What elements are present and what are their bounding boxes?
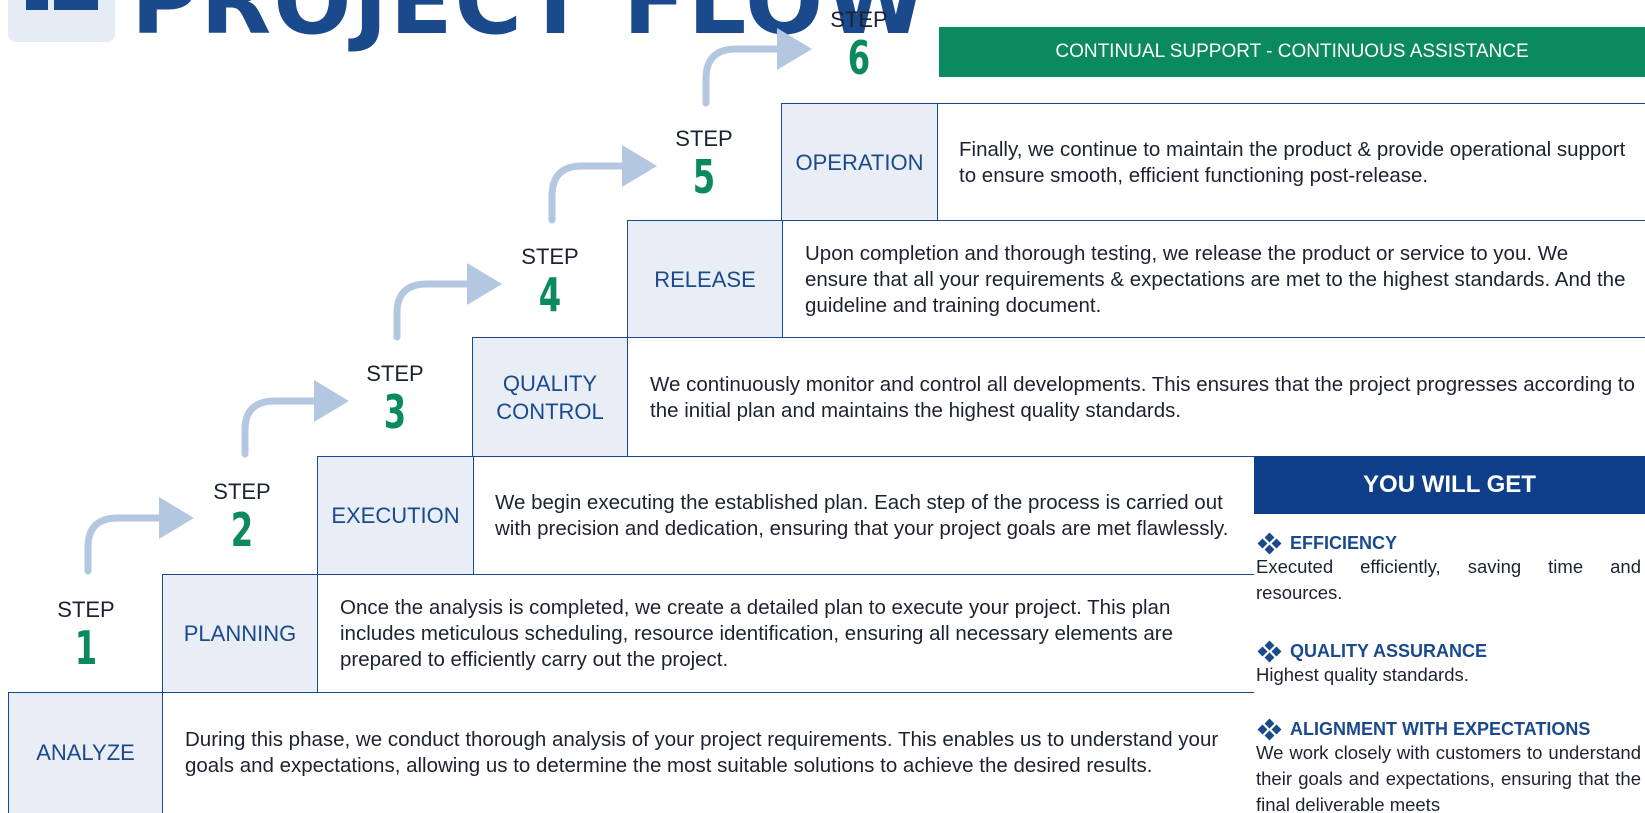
curved-arrow-icon (84, 497, 194, 575)
step-description: Finally, we continue to maintain the pro… (959, 137, 1626, 187)
step-title: OPERATION (782, 104, 938, 221)
step-word: STEP (213, 479, 271, 504)
benefit-item: ALIGNMENT WITH EXPECTATIONS We work clos… (1256, 718, 1641, 813)
benefit-item: EFFICIENCY Executed efficiently, saving … (1256, 532, 1641, 606)
curved-arrow-icon (393, 263, 502, 341)
step-number: 2 (230, 503, 254, 557)
step-1-label: STEP 1 (46, 597, 126, 675)
step-word: STEP (830, 7, 888, 32)
benefit-title: EFFICIENCY (1290, 533, 1398, 553)
step-4-label: STEP 4 (510, 244, 590, 322)
step-row-operation: OPERATION Finally, we continue to mainta… (781, 103, 1645, 221)
step-description: During this phase, we conduct thorough a… (185, 728, 1219, 777)
step-3-label: STEP 3 (355, 361, 435, 439)
step-description: We continuously monitor and control all … (650, 372, 1635, 422)
benefit-description: Executed efficiently, saving time and re… (1256, 556, 1641, 603)
benefit-title: QUALITY ASSURANCE (1290, 641, 1488, 661)
step-description: We begin executing the established plan.… (495, 491, 1229, 540)
step-row-planning: PLANNING Once the analysis is completed,… (162, 574, 1254, 693)
benefit-item: QUALITY ASSURANCE Highest quality standa… (1256, 640, 1641, 688)
curved-arrow-icon (548, 145, 657, 224)
four-diamond-icon (1256, 640, 1284, 663)
step-number: 6 (847, 31, 871, 85)
step-row-quality-control: QUALITY CONTROL We continuously monitor … (472, 337, 1645, 457)
benefit-description: We work closely with customers to unders… (1256, 742, 1641, 813)
step-number: 4 (538, 268, 562, 322)
step-row-analyze: ANALYZE During this phase, we conduct th… (8, 692, 1254, 813)
step-row-execution: EXECUTION We begin executing the establi… (317, 456, 1254, 575)
step-title: ANALYZE (9, 693, 163, 813)
step-number: 3 (383, 385, 407, 439)
step-number: 5 (692, 150, 716, 204)
four-diamond-icon (1256, 718, 1284, 741)
step-5-label: STEP 5 (664, 126, 744, 204)
step-description: Once the analysis is completed, we creat… (340, 596, 1173, 671)
benefit-description: Highest quality standards. (1256, 664, 1469, 685)
curved-arrow-icon (702, 28, 812, 107)
curved-arrow-icon (241, 380, 349, 458)
benefit-title: ALIGNMENT WITH EXPECTATIONS (1290, 719, 1591, 739)
step-word: STEP (675, 126, 733, 151)
step-number: 1 (74, 621, 98, 675)
step-word: STEP (521, 244, 579, 269)
step-description: Upon completion and thorough testing, we… (805, 241, 1626, 317)
step-word: STEP (366, 361, 424, 386)
step-title: PLANNING (163, 575, 318, 693)
benefits-title: YOU WILL GET (1254, 456, 1645, 514)
benefits-panel: YOU WILL GET EFFICIENCY Executed efficie… (1254, 456, 1645, 813)
step-2-label: STEP 2 (202, 479, 282, 557)
step-title: QUALITY CONTROL (473, 338, 628, 457)
step-6-label: STEP 6 (819, 7, 899, 85)
step-row-release: RELEASE Upon completion and thorough tes… (627, 220, 1645, 338)
step-title: EXECUTION (318, 457, 474, 575)
support-banner: CONTINUAL SUPPORT - CONTINUOUS ASSISTANC… (939, 27, 1645, 77)
step-word: STEP (57, 597, 115, 622)
step-title: RELEASE (628, 221, 783, 338)
flow-logo-icon (8, 0, 115, 42)
four-diamond-icon (1256, 532, 1284, 555)
